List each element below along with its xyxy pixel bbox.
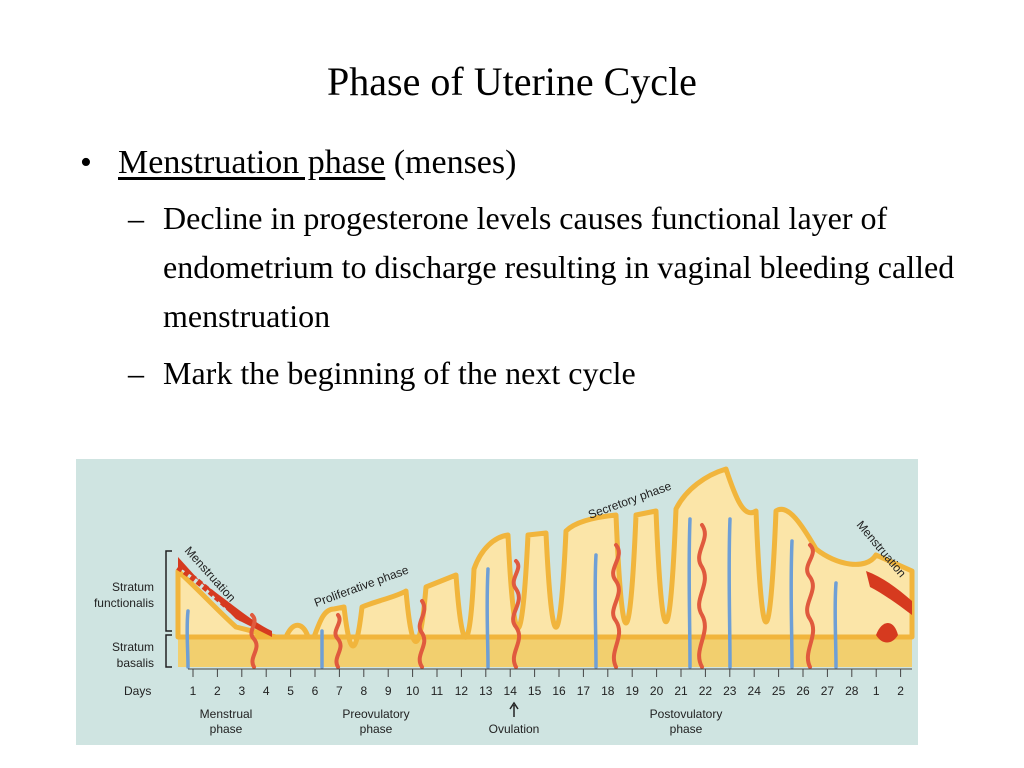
- spiral-artery: [333, 613, 343, 669]
- day-number: 17: [577, 684, 591, 698]
- menstrual-shedding-start: [178, 557, 272, 637]
- uterine-vein: [833, 581, 838, 669]
- sub-bullet-text: Mark the beginning of the next cycle: [163, 355, 636, 391]
- menses-note: (menses): [385, 144, 517, 181]
- spiral-artery: [697, 523, 707, 669]
- basalis-bracket: [165, 634, 172, 668]
- day-number: 18: [601, 684, 615, 698]
- uterine-veins: [185, 517, 838, 669]
- bullet-list: • Menstruation phase (menses) – Decline …: [80, 140, 960, 398]
- menstruation-phase-term: Menstruation phase: [118, 144, 386, 181]
- uterine-vein: [687, 517, 692, 669]
- spiral-artery: [417, 599, 427, 669]
- sub-bullet-beginning: – Mark the beginning of the next cycle: [128, 349, 960, 398]
- slide-title: Phase of Uterine Cycle: [327, 59, 697, 104]
- bullet-menstruation-phase: • Menstruation phase (menses): [80, 140, 960, 186]
- day-number: 1: [190, 684, 197, 698]
- day-number: 21: [674, 684, 688, 698]
- day-number: 7: [336, 684, 343, 698]
- day-number: 16: [552, 684, 566, 698]
- bullet-dot: •: [80, 144, 92, 181]
- day-number: 1: [873, 684, 880, 698]
- day-number: 22: [699, 684, 713, 698]
- spiral-artery: [511, 559, 522, 669]
- day-number: 13: [479, 684, 493, 698]
- shedding-edge-start: [176, 564, 244, 622]
- day-number: 2: [897, 684, 904, 698]
- ovulation-arrow: [509, 701, 519, 717]
- spiral-artery: [611, 543, 622, 669]
- sub-bullet-decline: – Decline in progesterone levels causes …: [128, 194, 960, 341]
- stratum-basalis-band: [178, 637, 912, 667]
- day-number: 5: [287, 684, 294, 698]
- basalis-label-line2: basalis: [117, 656, 154, 670]
- days-label: Days: [124, 684, 151, 698]
- functionalis-label-line2: functionalis: [94, 596, 154, 610]
- day-number: 23: [723, 684, 737, 698]
- day-number: 27: [821, 684, 835, 698]
- uterine-cycle-figure: Stratum functionalis Stratum basalis Men…: [76, 459, 918, 745]
- day-number: 14: [504, 684, 518, 698]
- blood-pool-end: [876, 623, 898, 643]
- basalis-label-line1: Stratum: [112, 640, 154, 654]
- sub-bullet-dash: –: [128, 355, 144, 391]
- layer-brackets: Stratum functionalis Stratum basalis: [94, 550, 172, 670]
- spiral-artery: [805, 543, 816, 669]
- day-number: 6: [312, 684, 319, 698]
- uterine-vein: [789, 539, 794, 669]
- spiral-artery: [249, 613, 259, 669]
- day-number: 24: [748, 684, 762, 698]
- preovulatory-phase-label-line2: phase: [360, 722, 393, 736]
- day-number: 20: [650, 684, 664, 698]
- menstrual-shedding-end: [866, 571, 912, 615]
- day-number: 15: [528, 684, 542, 698]
- preovulatory-phase-label-line1: Preovulatory: [342, 707, 409, 721]
- day-number: 19: [626, 684, 640, 698]
- day-number: 2: [214, 684, 221, 698]
- sub-bullet-dash: –: [128, 200, 144, 236]
- day-number: 11: [431, 684, 444, 698]
- day-number: 12: [455, 684, 469, 698]
- day-number: 25: [772, 684, 786, 698]
- spiral-arteries: [249, 523, 816, 669]
- day-number: 28: [845, 684, 859, 698]
- day-number: 26: [796, 684, 810, 698]
- day-number: 9: [385, 684, 392, 698]
- day-number: 10: [406, 684, 420, 698]
- uterine-cycle-svg: Stratum functionalis Stratum basalis Men…: [76, 459, 918, 745]
- day-number: 4: [263, 684, 270, 698]
- uterine-vein: [185, 609, 190, 669]
- postovulatory-phase-label-line1: Postovulatory: [650, 707, 723, 721]
- day-number: 8: [360, 684, 367, 698]
- functionalis-label-line1: Stratum: [112, 580, 154, 594]
- menstrual-phase-label-line2: phase: [210, 722, 243, 736]
- menstrual-phase-label-line1: Menstrual: [200, 707, 253, 721]
- sub-bullet-text: Decline in progesterone levels causes fu…: [163, 200, 955, 334]
- day-number: 3: [238, 684, 245, 698]
- uterine-vein: [593, 553, 598, 669]
- uterine-vein: [727, 517, 732, 669]
- uterine-vein: [485, 567, 490, 669]
- functionalis-bracket: [165, 550, 172, 632]
- ovulation-label: Ovulation: [489, 722, 540, 736]
- postovulatory-phase-label-line2: phase: [670, 722, 703, 736]
